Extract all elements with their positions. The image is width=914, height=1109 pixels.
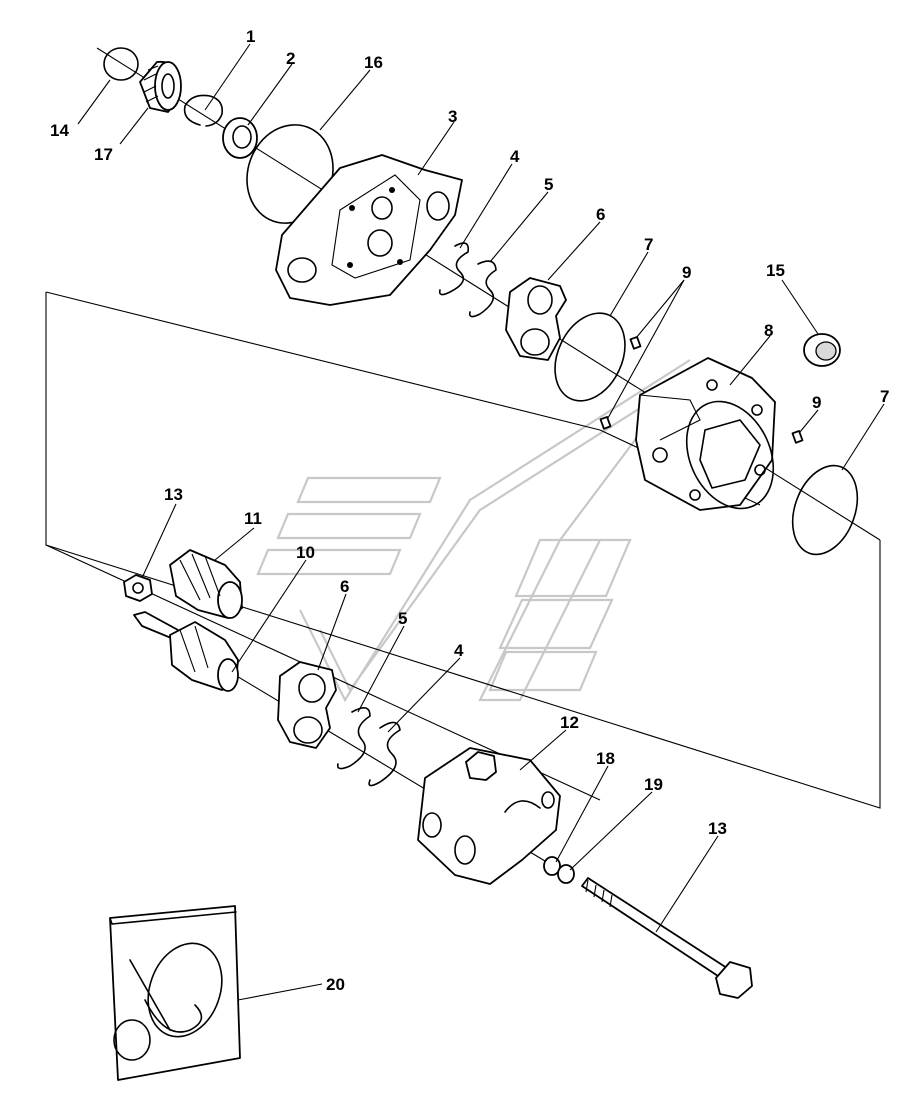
callout-17: 17 xyxy=(94,145,113,164)
callout-16: 16 xyxy=(364,53,383,72)
callout-8: 8 xyxy=(764,321,773,340)
leader-lines xyxy=(77,43,885,1001)
part-20-seal-kit xyxy=(109,905,241,1081)
callout-labels: 1 2 16 3 14 17 4 5 6 7 9 15 8 9 7 13 11 … xyxy=(50,27,889,994)
callout-9-top: 9 xyxy=(682,263,691,282)
callout-2: 2 xyxy=(286,49,295,68)
part-17-bearing xyxy=(139,60,182,113)
callout-13-nut: 13 xyxy=(164,485,183,504)
part-15-plug xyxy=(803,333,841,367)
callout-3: 3 xyxy=(448,107,457,126)
callout-12: 12 xyxy=(560,713,579,732)
part-4-seal-top xyxy=(438,242,470,296)
callout-9-right: 9 xyxy=(812,393,821,412)
part-8-gear-housing xyxy=(635,357,776,511)
callout-20: 20 xyxy=(326,975,345,994)
part-5-backup-bottom xyxy=(336,707,371,770)
callout-10: 10 xyxy=(296,543,315,562)
part-6-bushing-top xyxy=(505,277,567,361)
callout-15: 15 xyxy=(766,261,785,280)
callout-4-bottom: 4 xyxy=(454,641,464,660)
callout-7-top: 7 xyxy=(644,235,653,254)
part-6-bushing-bottom xyxy=(277,661,337,749)
part-11-driven-gear xyxy=(169,549,243,619)
part-7-oring-top xyxy=(554,312,626,402)
part-3-end-cover xyxy=(275,154,463,306)
part-13-nut xyxy=(123,574,153,602)
callout-18: 18 xyxy=(596,749,615,768)
part-4-seal-bottom xyxy=(368,721,401,787)
part-12-body xyxy=(417,747,561,885)
callout-13-bolt: 13 xyxy=(708,819,727,838)
callout-7-right: 7 xyxy=(880,387,889,406)
brand-logo-watermark xyxy=(256,359,701,703)
part-13-long-bolt xyxy=(581,877,753,999)
callout-11: 11 xyxy=(244,509,262,528)
callout-6-top: 6 xyxy=(596,205,605,224)
callout-4-top: 4 xyxy=(510,147,520,166)
callout-1: 1 xyxy=(246,27,255,46)
part-7-oring-right xyxy=(791,464,859,556)
part-1-snap-ring xyxy=(183,94,224,127)
callout-5-top: 5 xyxy=(544,175,553,194)
part-19-washer xyxy=(557,864,575,884)
callout-19: 19 xyxy=(644,775,663,794)
part-9-dowel-pins xyxy=(599,336,804,444)
callout-6-bottom: 6 xyxy=(340,577,349,596)
part-2-seal xyxy=(222,117,258,159)
callout-14: 14 xyxy=(50,121,69,140)
part-5-backup-top xyxy=(468,260,497,318)
part-10-drive-gear xyxy=(133,611,239,692)
part-14-oring xyxy=(103,47,139,81)
callout-5-bottom: 5 xyxy=(398,609,407,628)
